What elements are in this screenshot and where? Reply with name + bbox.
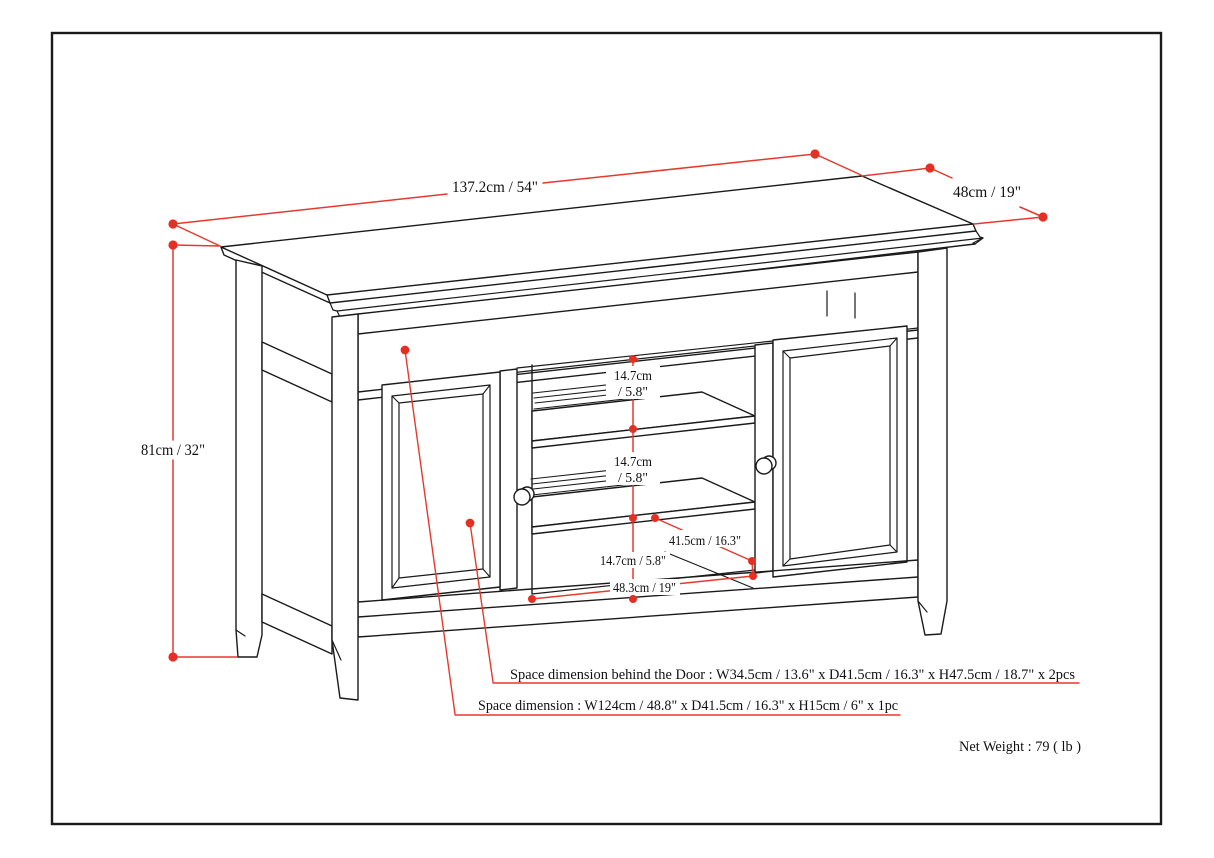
front-left-leg (331, 313, 359, 701)
shelf-gap-mid-label-line2: / 5.8" (618, 471, 648, 486)
left-door (381, 371, 535, 601)
front-right-leg (917, 247, 948, 636)
leader-behind-door (469, 522, 1080, 684)
shelf-gap-top-label-line1: 14.7cm (614, 369, 652, 384)
leader-overall-space (404, 349, 901, 716)
label-backings (136, 177, 1025, 595)
top-slab (220, 175, 984, 319)
behind-door-note: Space dimension behind the Door : W34.5c… (510, 667, 1075, 683)
depth-label: 48cm / 19" (953, 184, 1021, 201)
width-dimension (172, 153, 862, 247)
opening-width-label: 48.3cm / 19" (613, 581, 676, 596)
shelf-gap-bottom-label: 14.7cm / 5.8" (600, 554, 666, 569)
tv-stand-drawing (220, 175, 984, 701)
overall-space-note: Space dimension : W124cm / 48.8" x D41.5… (478, 698, 898, 714)
height-label: 81cm / 32" (141, 442, 205, 459)
net-weight-note: Net Weight : 79 ( lb ) (959, 739, 1081, 755)
shelf-gap-top-label-line2: / 5.8" (618, 385, 648, 400)
width-label: 137.2cm / 54" (452, 179, 538, 196)
note-labels: Space dimension behind the Door : W34.5c… (478, 667, 1081, 755)
dimension-dots (168, 149, 1048, 662)
right-door (755, 325, 908, 578)
left-stile (499, 368, 518, 591)
shelf-depth-label: 41.5cm / 16.3" (669, 534, 741, 549)
shelf-gap-mid-label-line1: 14.7cm (614, 455, 652, 470)
left-side-face (235, 259, 333, 658)
height-dimension (172, 244, 238, 658)
dimension-labels: 137.2cm / 54" 48cm / 19" 81cm / 32" 14.7… (141, 179, 1021, 596)
